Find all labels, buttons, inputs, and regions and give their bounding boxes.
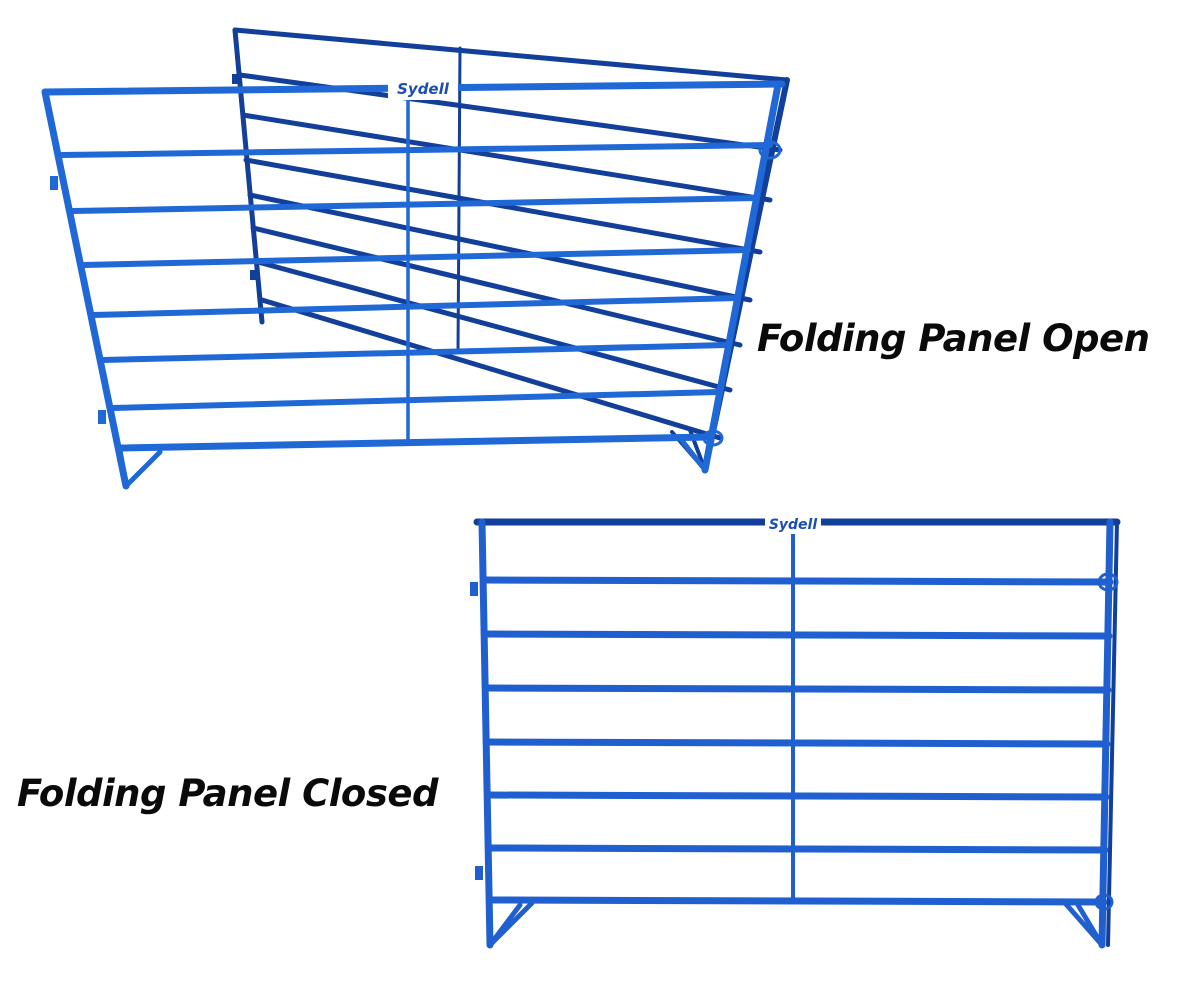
folding-panel-closed-photo: Sydell: [470, 514, 1121, 949]
caption-folding-panel-open: Folding Panel Open: [757, 317, 1150, 360]
svg-text:Sydell: Sydell: [769, 517, 818, 533]
sydell-logo: Sydell: [765, 514, 821, 534]
svg-text:Sydell: Sydell: [397, 80, 450, 98]
folding-panel-open-photo: Sydell: [41, 27, 790, 490]
sydell-logo: Sydell: [388, 78, 458, 100]
caption-folding-panel-closed: Folding Panel Closed: [17, 772, 438, 815]
